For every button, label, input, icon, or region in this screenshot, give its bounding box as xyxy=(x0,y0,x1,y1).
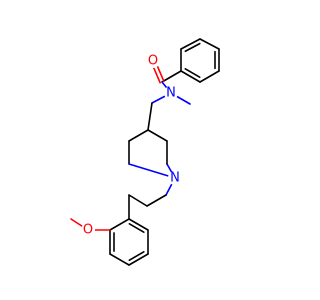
aromatic-inner-bond xyxy=(184,68,201,79)
bond-5 xyxy=(180,38,201,50)
atom-labels: O N N O xyxy=(81,54,182,238)
methoxy-oxygen-label: O xyxy=(83,223,93,238)
bond-23 xyxy=(128,194,148,207)
bond-9 xyxy=(161,70,182,83)
aromatic-inner-bond xyxy=(128,251,145,261)
aromatic-inner-bond xyxy=(128,223,145,233)
carbonyl-oxygen: O xyxy=(146,54,160,69)
chemical-structure: O N N O xyxy=(70,38,220,266)
carbonyl-oxygen-label: O xyxy=(148,54,158,69)
bonds xyxy=(70,38,220,266)
bond-2 xyxy=(199,70,220,83)
bond-22 xyxy=(146,194,167,207)
bond-17 xyxy=(128,163,176,179)
piperidine-nitrogen: N xyxy=(168,171,182,186)
bond-15 xyxy=(128,129,149,142)
amide-nitrogen: N xyxy=(164,86,178,101)
bond-25 xyxy=(109,218,130,231)
bond-14 xyxy=(147,102,153,131)
bond-27 xyxy=(109,253,130,266)
bond-20 xyxy=(147,129,168,142)
bond-28 xyxy=(128,253,149,266)
amide-nitrogen-label: N xyxy=(166,86,176,101)
aromatic-inner-bond xyxy=(184,42,201,53)
piperidine-nitrogen-label: N xyxy=(170,171,180,186)
bond-0 xyxy=(199,38,220,50)
bond-3 xyxy=(180,70,201,83)
bond-30 xyxy=(128,218,149,231)
methoxy-oxygen: O xyxy=(81,223,95,238)
